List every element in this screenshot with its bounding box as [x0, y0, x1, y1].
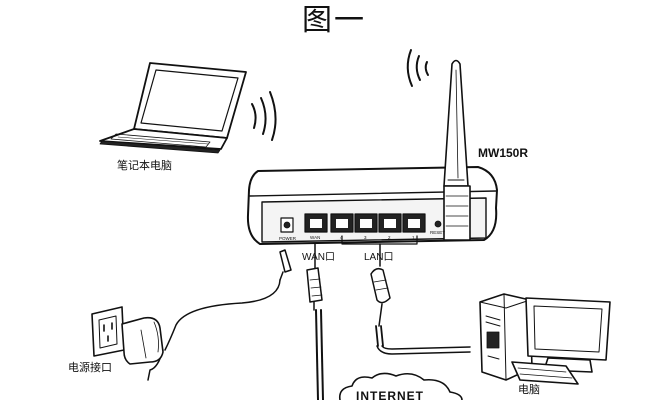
panel-power-label: POWER — [279, 236, 297, 241]
port-label: 4 — [340, 235, 343, 240]
desktop-pc-icon — [479, 293, 611, 385]
panel-reset-label: RESET — [430, 230, 445, 235]
desktop-pc-label: 电脑 — [518, 383, 540, 396]
port-label: 3 — [364, 235, 367, 240]
ethernet-ports — [304, 213, 426, 233]
power-cable — [147, 249, 292, 381]
lan-port-label: LAN口 — [364, 252, 394, 263]
ethernet-plug-icon — [370, 243, 471, 355]
wan-cable — [306, 243, 324, 401]
port-label: 1 — [412, 235, 415, 240]
laptop-label: 笔记本电脑 — [117, 159, 172, 172]
antenna-icon — [443, 59, 471, 241]
wireless-signal-icon — [251, 91, 277, 141]
laptop-icon — [99, 62, 247, 154]
antenna-signal-icon — [406, 49, 429, 87]
port-label: WAN — [310, 235, 320, 240]
router-icon — [246, 166, 498, 245]
cloud-icon — [338, 372, 463, 401]
router-model-label: MW150R — [478, 146, 529, 160]
internet-label: INTERNET — [356, 389, 424, 403]
port-label: 2 — [388, 235, 391, 240]
power-socket-label: 电源接口 — [68, 361, 112, 374]
power-adapter-icon — [121, 316, 164, 365]
diagram-title: 图一 — [302, 3, 366, 38]
wall-socket-icon — [91, 306, 125, 357]
wan-port-label: WAN口 — [302, 252, 335, 263]
